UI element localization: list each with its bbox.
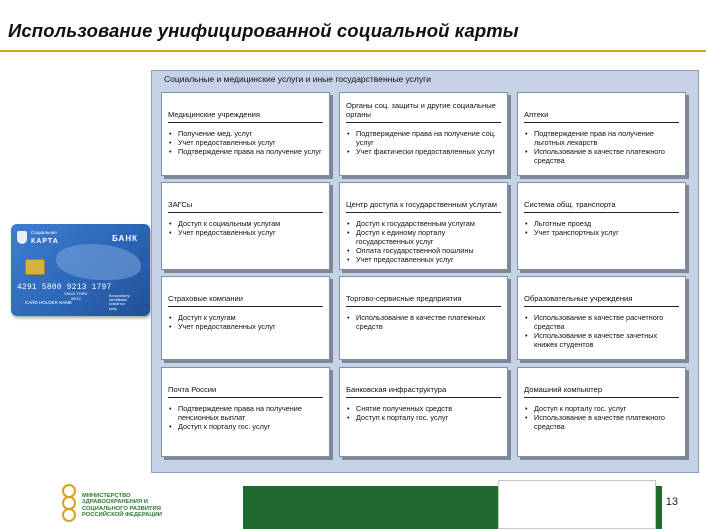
chip-icon <box>25 259 45 275</box>
service-box-title: Домашний компьютер <box>524 368 679 398</box>
service-box: Домашний компьютерДоступ к порталу гос. … <box>517 367 686 457</box>
service-box-title: Почта России <box>168 368 323 398</box>
service-box: Торгово-сервисные предприятияИспользован… <box>339 276 508 360</box>
service-box-list: Доступ к социальным услугамУчет предоста… <box>168 219 325 237</box>
card-brand-big: КАРТА <box>31 238 59 245</box>
card-side-text: Korporativnyi identifikator sotsial'noi … <box>109 294 130 311</box>
service-item: Использование в качестве платежного сред… <box>524 413 681 431</box>
service-box-title: Страховые компании <box>168 277 323 307</box>
service-item: Использование в качестве платежных средс… <box>346 313 503 331</box>
card-brand-small: Социальная <box>31 230 57 235</box>
service-item: Учет транспортных услуг <box>524 228 681 237</box>
service-item: Подтверждение прав на получение льготных… <box>524 129 681 147</box>
service-box: Органы соц. защиты и другие социальные о… <box>339 92 508 176</box>
service-item: Учет предоставленных услуг <box>168 138 325 147</box>
service-item: Получение мед. услуг <box>168 129 325 138</box>
service-box-list: Получение мед. услугУчет предоставленных… <box>168 129 325 156</box>
service-box: АптекиПодтверждение прав на получение ль… <box>517 92 686 176</box>
service-item: Снятие полученных средств <box>346 404 503 413</box>
service-box: Образовательные учрежденияИспользование … <box>517 276 686 360</box>
ministry-logo-icon <box>62 484 76 522</box>
card-number: 4291 5800 9213 1797 <box>17 284 112 292</box>
service-box: Почта РоссииПодтверждение права на получ… <box>161 367 330 457</box>
service-box: ЗАГСыДоступ к социальным услугамУчет пре… <box>161 182 330 270</box>
page-number: 13 <box>665 496 678 508</box>
service-box-title: Система общ. транспорта <box>524 183 679 213</box>
service-box-title: Аптеки <box>524 93 679 123</box>
slide-title: Использование унифицированной социальной… <box>8 20 519 41</box>
service-item: Учет предоставленных услуг <box>346 255 503 264</box>
service-item: Учет предоставленных услуг <box>168 228 325 237</box>
title-divider <box>0 50 706 52</box>
service-box-list: Подтверждение права на получение соц. ус… <box>346 129 503 156</box>
service-item: Доступ к порталу гос. услуг <box>524 404 681 413</box>
service-item: Использование в качестве платежного сред… <box>524 147 681 165</box>
russia-map-graphic <box>56 244 141 280</box>
service-item: Учет фактически предоставленных услуг <box>346 147 503 156</box>
service-box-title: Банковская инфраструктура <box>346 368 501 398</box>
service-box-list: Использование в качестве платежных средс… <box>346 313 503 331</box>
service-item: Доступ к порталу гос. услуг <box>168 422 325 431</box>
service-box-title: Образовательные учреждения <box>524 277 679 307</box>
service-item: Доступ к порталу гос. услуг <box>346 413 503 422</box>
card-valid: VALID THRU 09/12 <box>64 291 88 301</box>
service-item: Доступ к единому порталу государственных… <box>346 228 503 246</box>
service-box-list: Использование в качестве расчетного сред… <box>524 313 681 349</box>
service-item: Доступ к услугам <box>168 313 325 322</box>
service-box-title: ЗАГСы <box>168 183 323 213</box>
service-item: Льготные проезд <box>524 219 681 228</box>
service-box-title: Медицинские учреждения <box>168 93 323 123</box>
service-box-title: Торгово-сервисные предприятия <box>346 277 501 307</box>
service-box-list: Доступ к услугамУчет предоставленных усл… <box>168 313 325 331</box>
service-box-list: Подтверждение права на получение пенсион… <box>168 404 325 431</box>
card-holder-name: CARD HOLDER NAME <box>25 300 73 305</box>
social-card-image: Социальная КАРТА БАНК 4291 5800 9213 179… <box>11 224 150 316</box>
service-item: Учет предоставленных услуг <box>168 322 325 331</box>
service-box: Банковская инфраструктураСнятие полученн… <box>339 367 508 457</box>
service-item: Использование в качестве расчетного сред… <box>524 313 681 331</box>
card-valid-label: VALID THRU <box>64 291 88 296</box>
service-item: Оплата государственной пошлины <box>346 246 503 255</box>
service-box: Система общ. транспортаЛьготные проездУч… <box>517 182 686 270</box>
card-bank-label: БАНК <box>112 234 138 243</box>
panel-header: Социальные и медицинские услуги и иные г… <box>164 74 431 84</box>
service-item: Подтверждение права на получение соц. ус… <box>346 129 503 147</box>
service-box-list: Подтверждение прав на получение льготных… <box>524 129 681 165</box>
service-box: Медицинские учрежденияПолучение мед. усл… <box>161 92 330 176</box>
service-item: Использование в качестве зачетных книжек… <box>524 331 681 349</box>
service-box-list: Льготные проездУчет транспортных услуг <box>524 219 681 237</box>
service-box-title: Органы соц. защиты и другие социальные о… <box>346 93 501 123</box>
service-box-title: Центр доступа к государственным услугам <box>346 183 501 213</box>
footer-page-box <box>498 480 656 529</box>
emblem-icon <box>17 231 27 244</box>
service-box-list: Снятие полученных средствДоступ к портал… <box>346 404 503 422</box>
ministry-name: МИНИСТЕРСТВО ЗДРАВООХРАНЕНИЯ И СОЦИАЛЬНО… <box>82 493 162 518</box>
service-box: Центр доступа к государственным услугамД… <box>339 182 508 270</box>
service-box: Страховые компанииДоступ к услугамУчет п… <box>161 276 330 360</box>
service-item: Подтверждение права на получение пенсион… <box>168 404 325 422</box>
service-item: Подтверждение права на получение услуг <box>168 147 325 156</box>
service-box-list: Доступ к государственным услугамДоступ к… <box>346 219 503 264</box>
card-valid-date: 09/12 <box>70 295 81 301</box>
service-box-list: Доступ к порталу гос. услугИспользование… <box>524 404 681 431</box>
service-item: Доступ к социальным услугам <box>168 219 325 228</box>
service-item: Доступ к государственным услугам <box>346 219 503 228</box>
